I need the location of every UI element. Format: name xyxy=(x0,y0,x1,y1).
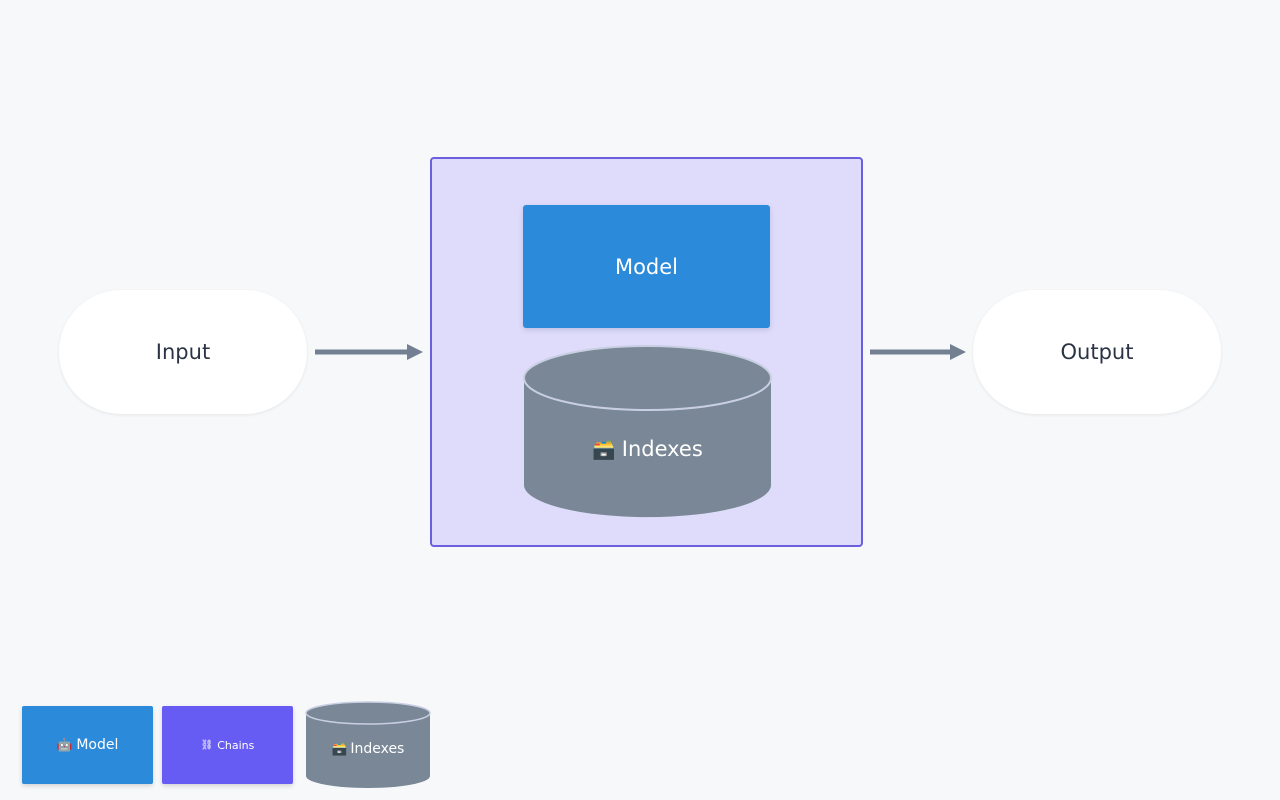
chains-icon: ⛓ xyxy=(200,739,214,751)
arrow-input-to-chain xyxy=(315,344,423,360)
input-label: Input xyxy=(155,340,211,364)
legend-chains[interactable]: ⛓ Chains xyxy=(162,706,293,784)
card-file-box-icon: 🗃️ xyxy=(592,438,616,461)
legend-chains-label: Chains xyxy=(217,738,255,752)
database-cylinder-shape xyxy=(523,345,772,518)
robot-icon: 🤖 xyxy=(56,737,73,752)
indexes-label: Indexes xyxy=(621,437,703,461)
indexes-database[interactable]: 🗃️ Indexes xyxy=(523,345,772,518)
model-block[interactable]: Model xyxy=(523,205,770,328)
output-node[interactable]: Output xyxy=(973,290,1221,414)
input-node[interactable]: Input xyxy=(59,290,307,414)
legend-indexes-label: Indexes xyxy=(350,741,405,757)
legend-model[interactable]: 🤖 Model xyxy=(22,706,153,784)
legend-model-label: Model xyxy=(76,737,119,753)
legend-card-file-box-icon: 🗃️ xyxy=(331,741,348,756)
legend-database-cylinder-shape xyxy=(305,701,431,788)
arrow-chain-to-output xyxy=(870,344,966,360)
output-label: Output xyxy=(1060,340,1134,364)
model-label: Model xyxy=(614,254,679,279)
chain-container[interactable]: Model 🗃️ Indexes xyxy=(430,157,863,547)
legend-indexes[interactable]: 🗃️ Indexes xyxy=(305,701,431,789)
